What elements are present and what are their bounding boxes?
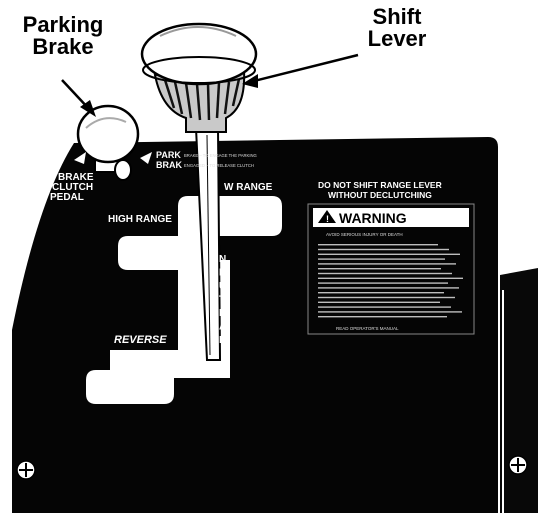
neutral-letter: E [219, 268, 226, 279]
warning-title: WARNING [339, 210, 407, 226]
neutral-letter: A [219, 322, 226, 333]
high-range-label: HIGH RANGE [108, 214, 172, 225]
parking-brake-fine-print: ENGAGED – TO RELEASE CLUTCH [184, 163, 254, 168]
pedal-grommet [115, 160, 131, 180]
warning-subtitle: AVOID SERIOUS INJURY OR DEATH [326, 232, 403, 237]
parking-brake-fine-print: BRAKE – TO ENGAGE THE PARKING [184, 153, 257, 158]
reverse-label: REVERSE [114, 334, 167, 346]
parking-brake-label: PARK [156, 150, 181, 160]
fine-print-line [318, 306, 451, 307]
parking-brake-label: BRAK [156, 160, 182, 170]
callout-arrow-shift [250, 55, 358, 82]
neutral-letter: R [219, 308, 227, 319]
fine-print-line [318, 244, 438, 245]
shift-notice-line: DO NOT SHIFT RANGE LEVER [318, 180, 442, 190]
neutral-letter: N [219, 254, 226, 265]
fine-print-line [318, 263, 456, 264]
fine-print-line [318, 278, 463, 279]
fine-print-line [318, 249, 449, 250]
fine-print-line [318, 254, 460, 255]
fine-print-line [318, 316, 447, 317]
screw-head-icon [17, 461, 35, 479]
fine-print-line [318, 297, 455, 298]
neutral-letter: U [219, 281, 226, 292]
low-range-label: W RANGE [224, 182, 273, 193]
pedal-label-line: PEDAL [50, 192, 84, 203]
warning-footer: READ OPERATOR'S MANUAL [336, 326, 399, 331]
side-panel [500, 268, 538, 513]
exclamation-icon: ! [326, 214, 329, 224]
fine-print-line [318, 258, 445, 259]
fine-print-line [318, 287, 459, 288]
fine-print-line [318, 311, 462, 312]
fine-print-line [318, 292, 444, 293]
shift-lever-knob [142, 24, 256, 132]
shift-notice-line: WITHOUT DECLUTCHING [328, 190, 432, 200]
fine-print-line [318, 273, 452, 274]
neutral-letter: T [219, 295, 225, 306]
fine-print-line [318, 302, 440, 303]
fine-print-line [318, 282, 448, 283]
neutral-letter: L [219, 335, 225, 346]
fine-print-line [318, 268, 441, 269]
screw-head-icon [509, 456, 527, 474]
